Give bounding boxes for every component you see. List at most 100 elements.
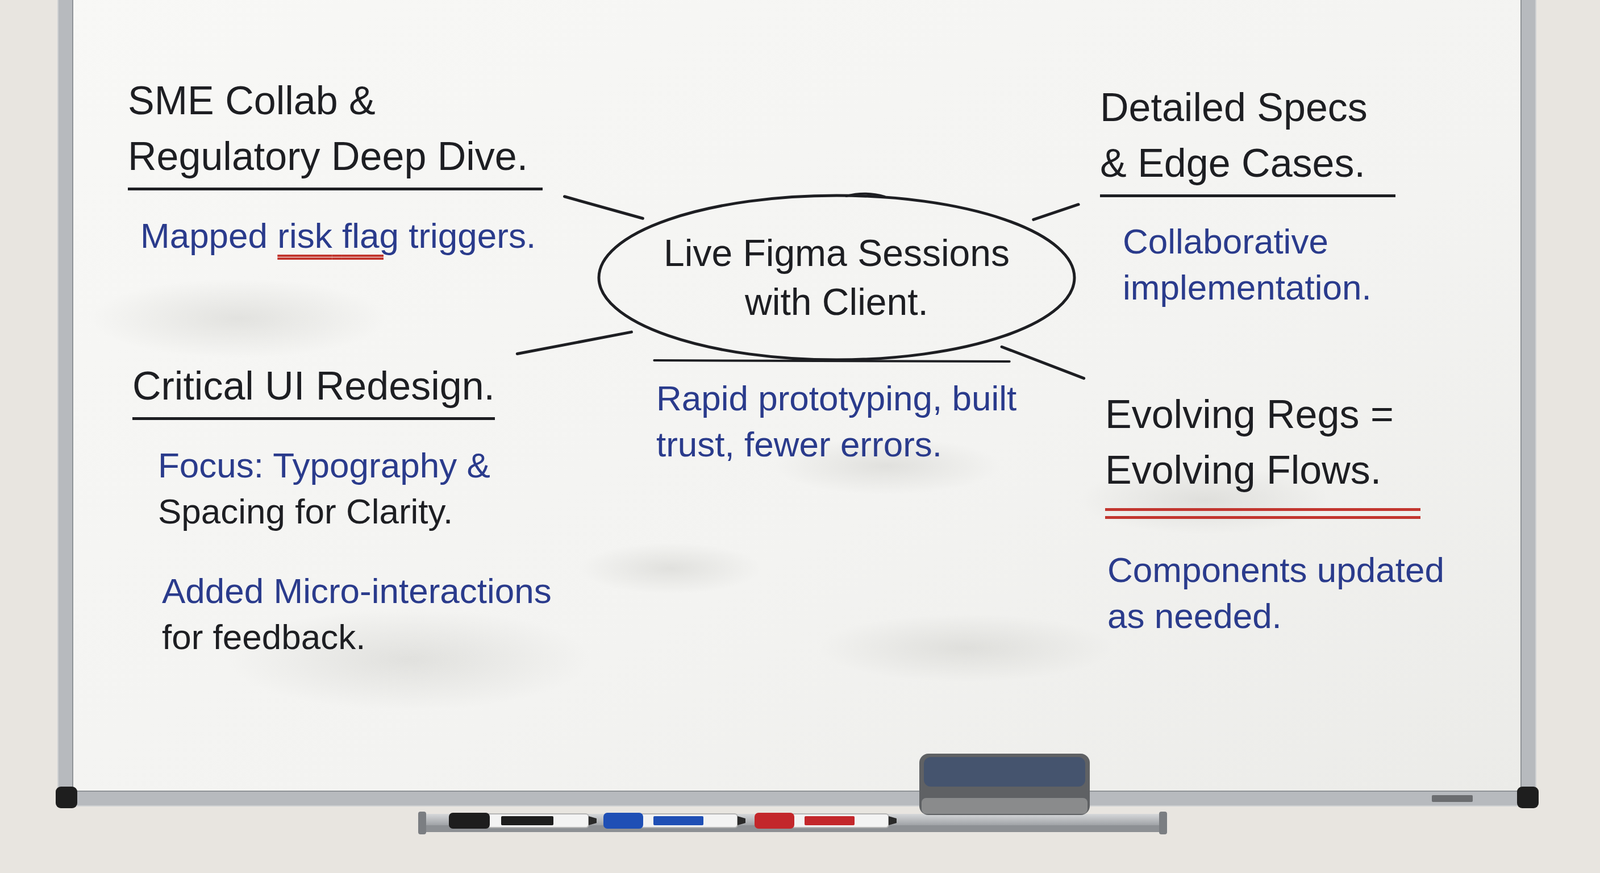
connector-line [1001, 346, 1085, 378]
topic-group: Critical UI Redesign. Focus: Typography &… [132, 357, 572, 660]
word-space [734, 424, 745, 464]
ellipse-topic: Live Figma Sessions with Client. Rapid pr… [596, 193, 1077, 468]
eraser-body [919, 753, 1090, 815]
word: trust, [656, 424, 735, 464]
smudge [579, 542, 762, 594]
word-space [285, 491, 295, 531]
red-double-underline [1105, 507, 1421, 519]
word-space [1307, 550, 1318, 590]
word-space [267, 215, 278, 256]
ellipse-outline [596, 193, 1077, 362]
word: for [161, 617, 203, 657]
center-title: Live Figma Sessions with Client. [649, 228, 1025, 327]
word: with [744, 280, 812, 323]
marker-label [804, 815, 855, 825]
eraser-band [923, 756, 1086, 787]
corner-cap [55, 786, 78, 808]
blue-marker [603, 812, 746, 829]
word-space [1359, 392, 1370, 437]
black-marker [448, 812, 597, 829]
marker-cap [603, 812, 644, 829]
word-space [1246, 85, 1257, 130]
word: & [466, 445, 490, 485]
word: needed. [1154, 596, 1282, 636]
word: Spacing [157, 491, 286, 531]
word: Rapid [656, 378, 749, 418]
word: flag [342, 215, 399, 256]
word: as [1107, 596, 1145, 636]
word-space [748, 378, 758, 418]
word: Collaborative [1122, 221, 1329, 261]
topic-note: Added Micro-interactions for feedback. [161, 568, 572, 660]
word: updated [1317, 550, 1445, 590]
word: for [294, 491, 336, 531]
marker-label [501, 815, 554, 825]
word-space [942, 378, 952, 418]
word-space [1230, 140, 1242, 186]
word: Cases. [1241, 140, 1366, 186]
connector-line [564, 196, 644, 219]
word-space [398, 215, 409, 256]
word-space [1255, 447, 1267, 493]
word: Clarity. [346, 491, 453, 531]
eraser-felt [921, 797, 1088, 814]
word-space [1126, 140, 1138, 186]
topic-heading: Evolving Regs = Evolving Flows. [1105, 386, 1415, 498]
ellipse-overlap-stroke [846, 193, 885, 197]
word: prototyping, [757, 378, 943, 418]
word: Focus: [157, 445, 264, 485]
word-space [338, 78, 349, 123]
word-space [304, 363, 316, 408]
word: triggers. [408, 215, 536, 256]
word: fewer [744, 424, 831, 464]
marker-tip [737, 815, 746, 825]
word: built [951, 378, 1017, 418]
tray-end [418, 811, 427, 835]
word: Regulatory [127, 134, 321, 179]
word-space [263, 445, 273, 485]
corner-cap [1517, 786, 1539, 808]
smudge [90, 278, 387, 358]
word: Figma [742, 231, 847, 274]
word-space [320, 134, 332, 179]
marker-tip [888, 815, 897, 825]
word-space [1144, 596, 1154, 636]
frame-rail [65, 0, 1529, 799]
word-space [811, 280, 822, 323]
word: Evolving [1105, 392, 1256, 437]
topic-heading: Critical UI Redesign. [132, 357, 495, 420]
word-space [332, 215, 343, 256]
red-marker [754, 812, 897, 829]
tray-end [1159, 811, 1168, 835]
word: Redesign. [315, 363, 495, 408]
topic-heading: SME Collab & Regulatory Deep Dive. [127, 72, 543, 191]
marker-body [790, 813, 889, 828]
topic-note: Mapped risk flag triggers. [140, 213, 536, 260]
word-space [336, 491, 347, 531]
word-space [253, 363, 265, 408]
topic-note: Components updated as needed. [1107, 547, 1460, 639]
word: Flows. [1266, 447, 1382, 493]
word: Mapped [140, 215, 268, 256]
marker-tip [588, 815, 597, 825]
marker-body [639, 813, 738, 828]
word-space [456, 445, 467, 485]
word: Added [161, 571, 264, 611]
brand-tag [1431, 794, 1473, 802]
word-space [830, 424, 841, 464]
word-space [732, 231, 743, 274]
word: UI [264, 363, 305, 408]
topic-heading: Detailed Specs & Edge Cases. [1100, 79, 1396, 198]
word: Collab [225, 78, 338, 123]
word: Detailed [1100, 85, 1247, 130]
word-space [214, 78, 225, 123]
topic-note: Focus: Typography & Spacing for Clarity. [157, 442, 511, 535]
word: Micro-interactions [273, 571, 552, 611]
word: feedback. [213, 617, 366, 657]
smudges [90, 278, 1330, 711]
marker-cap [448, 812, 490, 829]
word: risk [277, 215, 332, 256]
topic-note: Rapid prototyping, built trust, fewer er… [656, 375, 1049, 468]
word: Dive. [437, 134, 528, 179]
